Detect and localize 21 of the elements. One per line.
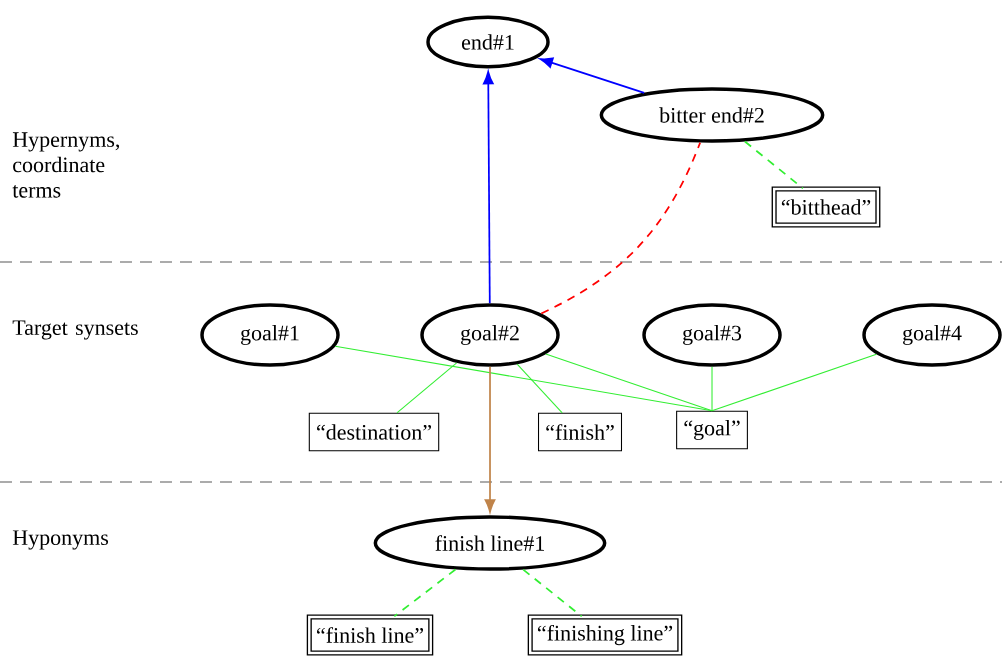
word-box: “finishing line”: [527, 614, 683, 656]
connector-line: [711, 353, 877, 412]
level-label: Target synsets: [12, 320, 138, 340]
connector-line: [545, 353, 713, 412]
word-box: “finish”: [538, 412, 623, 452]
connector-line: [522, 568, 583, 618]
word-box: “finish line”: [306, 614, 434, 656]
level-label: Hyponyms: [12, 530, 109, 550]
level-label: Hypernyms, coordinate terms: [12, 132, 120, 198]
connector-line: [711, 366, 713, 412]
arrow: [484, 365, 496, 513]
connector-line: [393, 568, 457, 618]
word-box: “goal”: [676, 410, 748, 450]
connector-line: [744, 140, 804, 190]
connector-line: [396, 362, 458, 414]
connector-line: [540, 141, 702, 315]
word-box: “destination”: [308, 412, 440, 452]
arrow: [482, 71, 494, 305]
connector-line: [516, 363, 563, 414]
arrow: [539, 57, 646, 94]
word-box: “bitthead”: [771, 186, 881, 228]
